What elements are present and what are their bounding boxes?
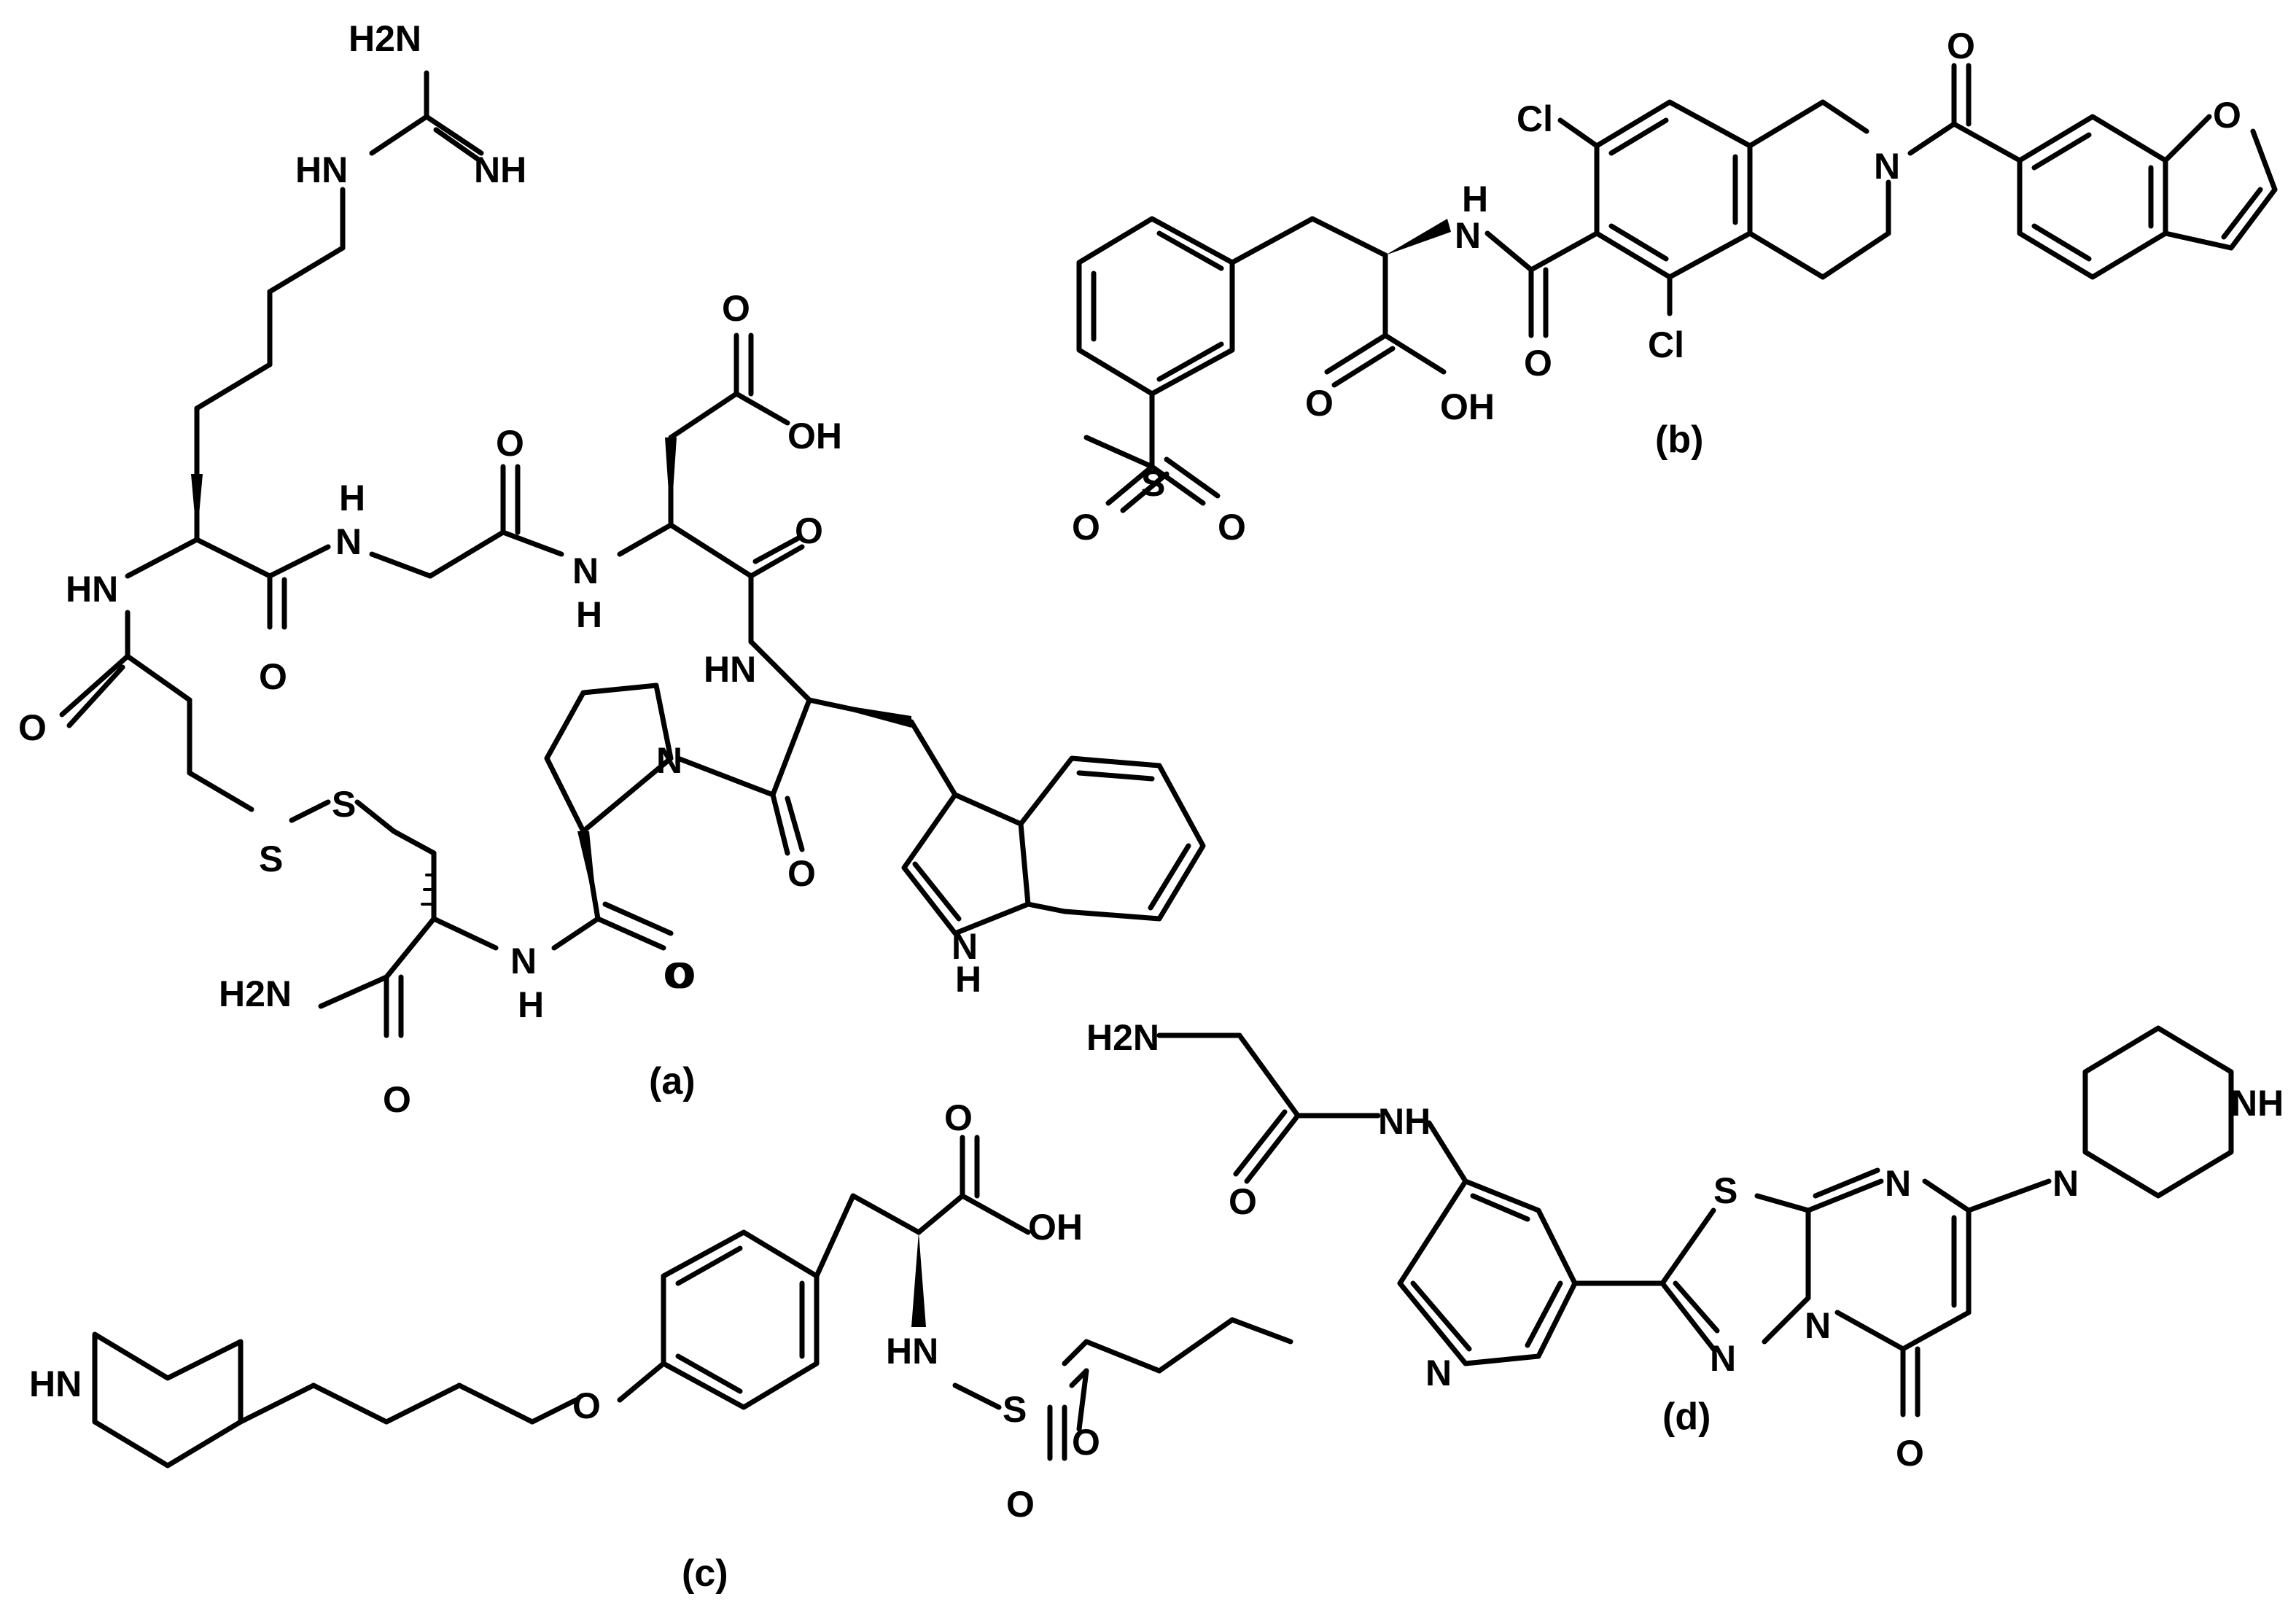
- molecule-c: HN O O OH HN S O O (c): [29, 1097, 1293, 1595]
- atom-label-a: O: [383, 1079, 411, 1120]
- atom-label-a: N: [335, 521, 362, 562]
- atom-label-d: O: [1896, 1433, 1924, 1474]
- atom-label-a: N: [510, 941, 537, 981]
- atom-label-b: O: [2213, 95, 2241, 136]
- atom-label-a: HN: [66, 569, 118, 610]
- caption-b: (b): [1655, 419, 1703, 461]
- caption-d: (d): [1662, 1396, 1711, 1438]
- atom-label-d: O: [1229, 1181, 1257, 1222]
- atom-label-b: O: [1072, 507, 1100, 548]
- atom-label-b: O: [1218, 507, 1246, 548]
- atom-label-c: S: [1003, 1389, 1027, 1430]
- atom-label-a: HN: [704, 649, 756, 690]
- atom-label-d: H2N: [1086, 1017, 1159, 1058]
- atom-label-a: N: [952, 926, 978, 967]
- atom-label-c: OH: [1028, 1207, 1083, 1248]
- atom-label-d: N: [1710, 1338, 1736, 1379]
- atom-label-b: N: [1874, 146, 1900, 187]
- atom-label-d: N: [1805, 1305, 1831, 1346]
- atom-label-a: S: [259, 839, 283, 879]
- atom-label-a: NH: [474, 149, 526, 190]
- atom-label-d: N: [1885, 1163, 1911, 1204]
- atom-label-b: Cl: [1517, 98, 1553, 139]
- atom-label-a: O: [663, 955, 692, 996]
- atom-label-d: NH: [2231, 1083, 2284, 1124]
- atom-label-b: O: [1947, 26, 1975, 66]
- atom-label-c: HN: [29, 1364, 82, 1404]
- atom-label-d: N: [2052, 1163, 2079, 1204]
- atom-label-b: N: [1455, 215, 1481, 256]
- atom-label-d: NH: [1378, 1101, 1431, 1142]
- atom-label-c: O: [572, 1385, 601, 1426]
- atom-label-b: O: [1305, 383, 1334, 424]
- atom-label-c: HN: [886, 1331, 938, 1372]
- atom-label-a: OH: [787, 416, 842, 456]
- atom-label-d: N: [1425, 1353, 1452, 1393]
- atom-label-a: O: [496, 423, 524, 464]
- atom-label-a: O: [667, 955, 696, 996]
- atom-label-c: O: [944, 1097, 973, 1138]
- atom-label-b: H: [1462, 179, 1488, 219]
- atom-label-a: HN: [295, 149, 348, 190]
- atom-label-a: H: [955, 959, 981, 1000]
- atom-label-a: H: [518, 984, 544, 1025]
- atom-label-b: Cl: [1648, 324, 1684, 365]
- atom-label-a: H: [339, 478, 365, 518]
- atom-label-b: O: [1524, 343, 1552, 384]
- atom-label-a: H2N: [219, 973, 292, 1014]
- molecule-b: Cl H N O OH O Cl N O O S O O (b): [1072, 26, 2278, 548]
- molecule-a: H2N NH HN O OH O H N O H N O HN O HN O S…: [18, 18, 1206, 1120]
- atom-label-a: O: [259, 656, 287, 697]
- atom-label-a: O: [18, 707, 47, 748]
- atom-label-b: S: [1141, 463, 1165, 504]
- atom-label-b: OH: [1440, 386, 1495, 427]
- atom-label-a: H2N: [349, 18, 421, 59]
- atom-label-a: N: [656, 740, 682, 781]
- caption-a: (a): [649, 1060, 696, 1102]
- atom-label-a: H: [576, 594, 602, 635]
- atom-label-a: O: [787, 853, 816, 894]
- atom-label-a: S: [332, 784, 356, 825]
- caption-c: (c): [682, 1552, 728, 1595]
- atom-label-c: O: [1006, 1484, 1035, 1525]
- atom-label-a: O: [795, 510, 823, 551]
- atom-label-d: S: [1713, 1170, 1737, 1211]
- atom-label-c: O: [1072, 1422, 1100, 1463]
- atom-label-a: O: [722, 288, 750, 329]
- molecule-d: H2N O NH N S N N N O N NH (d): [1086, 1017, 2284, 1474]
- atom-label-a: N: [572, 551, 599, 591]
